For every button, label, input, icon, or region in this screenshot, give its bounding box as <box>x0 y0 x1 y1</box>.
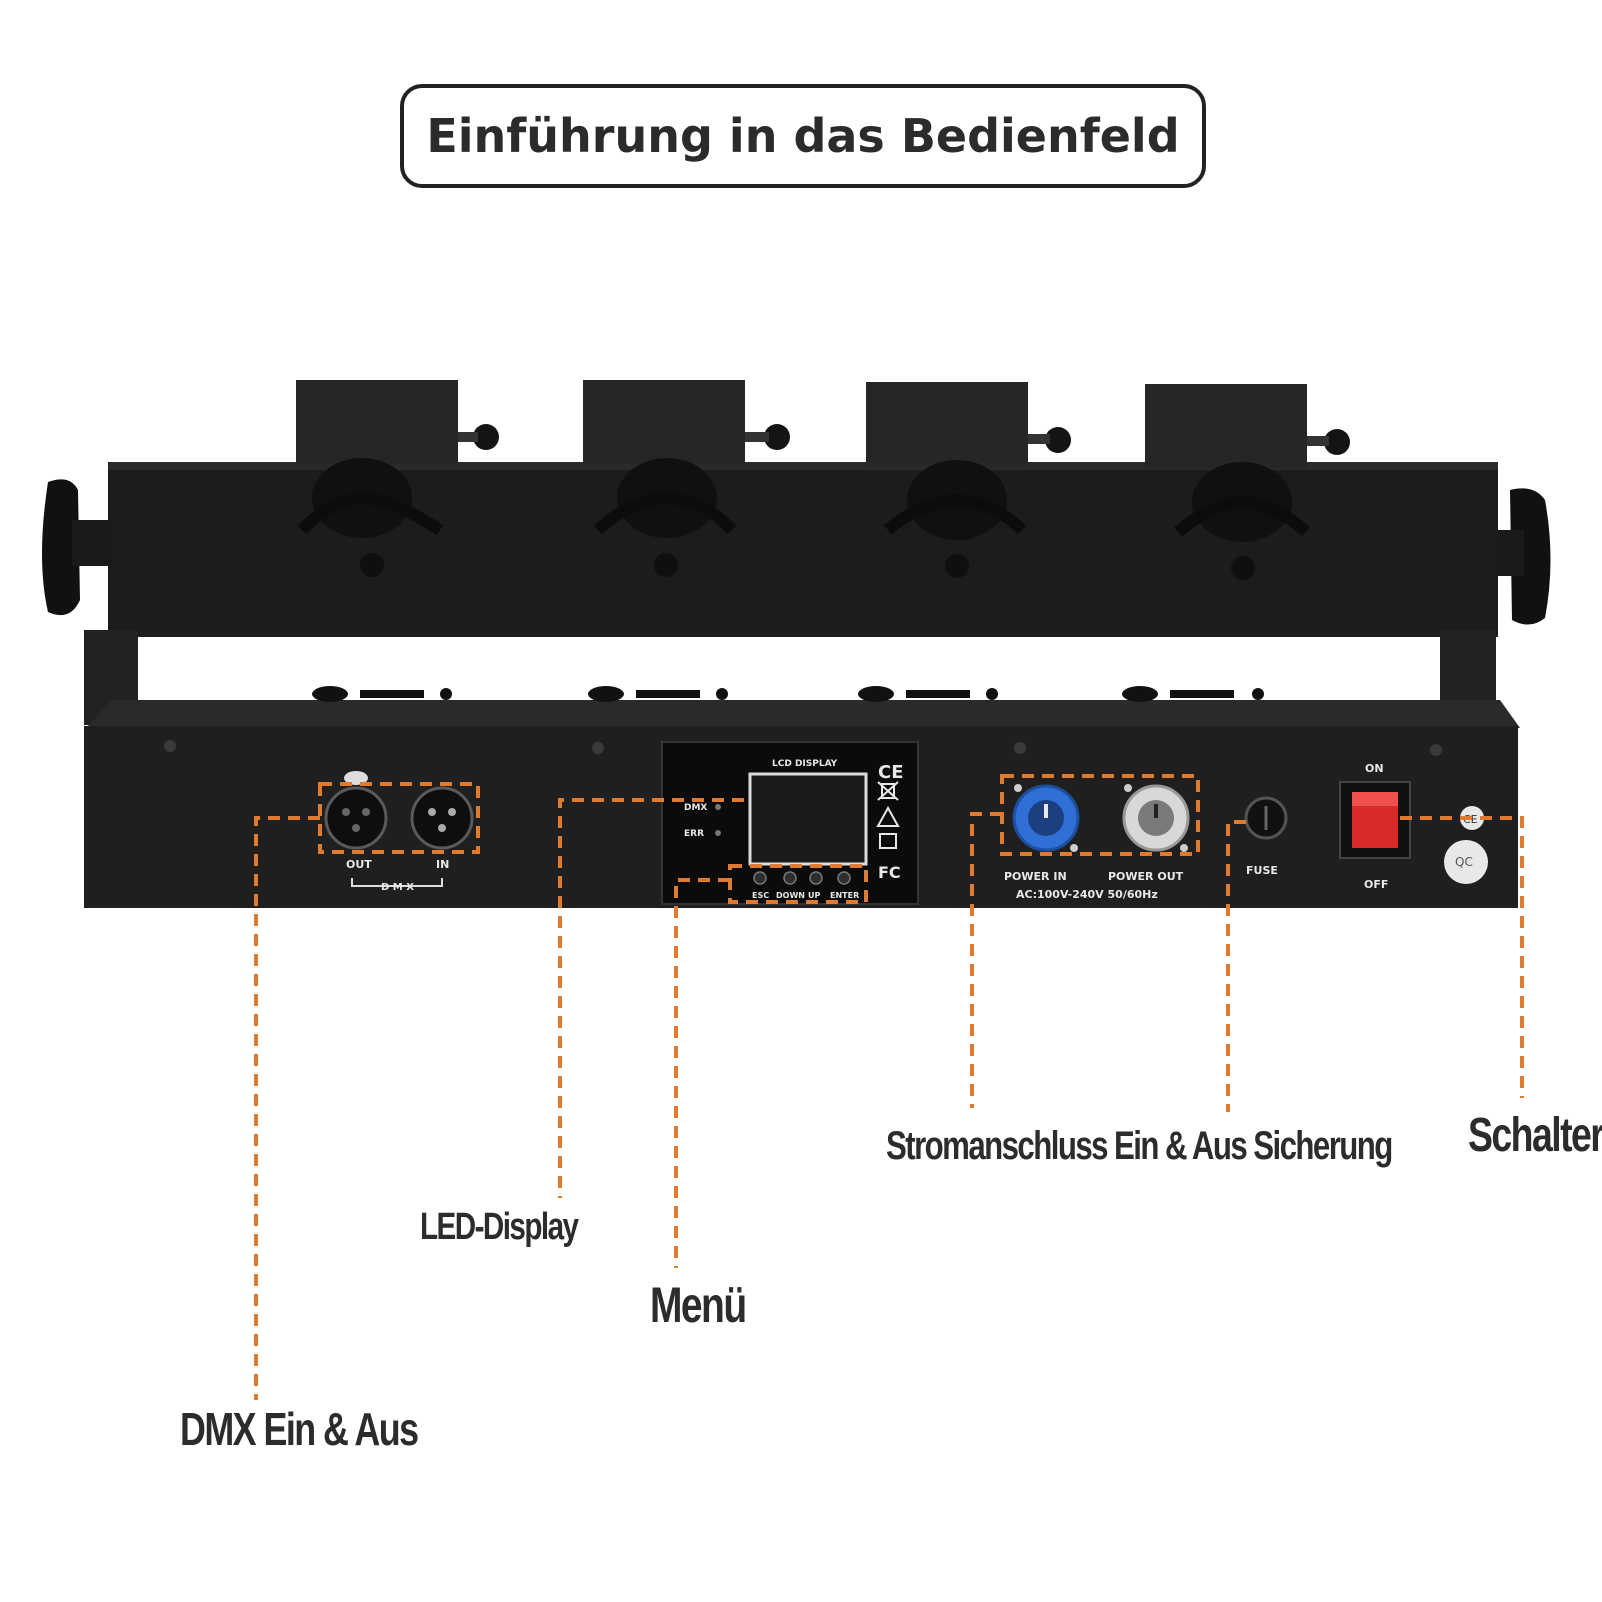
off-label: OFF <box>1364 878 1388 891</box>
nozzle-4 <box>1145 384 1350 580</box>
led-display-leader <box>558 798 744 1198</box>
callout-lines <box>254 774 1524 1400</box>
voltage-label: AC:100V-240V 50/60Hz <box>1016 888 1158 901</box>
callout-menu: Menü <box>650 1277 747 1333</box>
dmx-in-label: IN <box>436 858 449 871</box>
qc-sticker: QC <box>1455 855 1473 869</box>
fuse-leader <box>1226 820 1246 1112</box>
nozzle-1 <box>296 380 499 577</box>
left-handle-knob <box>42 479 80 616</box>
nozzle-2 <box>583 380 790 577</box>
menu-leader <box>674 878 730 1268</box>
power-out-label: POWER OUT <box>1108 870 1184 883</box>
dmx-out-label: OUT <box>346 858 372 871</box>
lcd-screen <box>748 772 868 866</box>
callout-dmx: DMX Ein & Aus <box>180 1403 419 1455</box>
up-label: UP <box>808 891 820 900</box>
down-button[interactable] <box>783 871 797 885</box>
power-leader <box>970 812 1002 1108</box>
enter-label: ENTER <box>830 891 859 900</box>
top-ports <box>312 686 1264 702</box>
switch-leader <box>1400 816 1524 1098</box>
title-banner: Einführung in das Bedienfeld <box>400 84 1206 188</box>
lcd-display-label: LCD DISPLAY <box>772 759 838 769</box>
dmx-leader <box>254 816 320 1400</box>
dmx-highlight <box>318 782 480 854</box>
menu-highlight <box>728 864 868 904</box>
right-handle-knob <box>1510 488 1551 625</box>
up-button[interactable] <box>809 871 823 885</box>
weee-icon <box>877 781 899 801</box>
dmx-group-label: D M X <box>381 882 414 893</box>
check-icon <box>879 833 897 849</box>
fc-mark: FC <box>878 863 901 882</box>
warning-icon <box>876 805 900 827</box>
nozzle-3 <box>866 382 1071 578</box>
esc-button[interactable] <box>753 871 767 885</box>
on-label: ON <box>1365 762 1384 775</box>
power-out-connector <box>1122 784 1190 852</box>
err-led-label: ERR <box>684 829 704 839</box>
callout-power: Stromanschluss Ein & Aus Sicherung <box>886 1124 1393 1168</box>
enter-button[interactable] <box>837 871 851 885</box>
callout-led-display: LED-Display <box>420 1206 579 1248</box>
page-title: Einführung in das Bedienfeld <box>426 109 1180 163</box>
ce-mark: CE <box>878 762 904 783</box>
power-in-connector <box>1012 784 1080 852</box>
power-in-label: POWER IN <box>1004 870 1067 883</box>
esc-label: ESC <box>752 891 769 900</box>
callout-switch: Schalter <box>1468 1109 1602 1162</box>
fuse-label: FUSE <box>1246 864 1278 877</box>
dmx-out-connector <box>324 771 388 850</box>
down-label: DOWN <box>776 891 805 900</box>
dmx-in-connector <box>410 786 474 850</box>
fuse-holder <box>1244 796 1288 840</box>
dmx-led-label: DMX <box>684 803 707 813</box>
